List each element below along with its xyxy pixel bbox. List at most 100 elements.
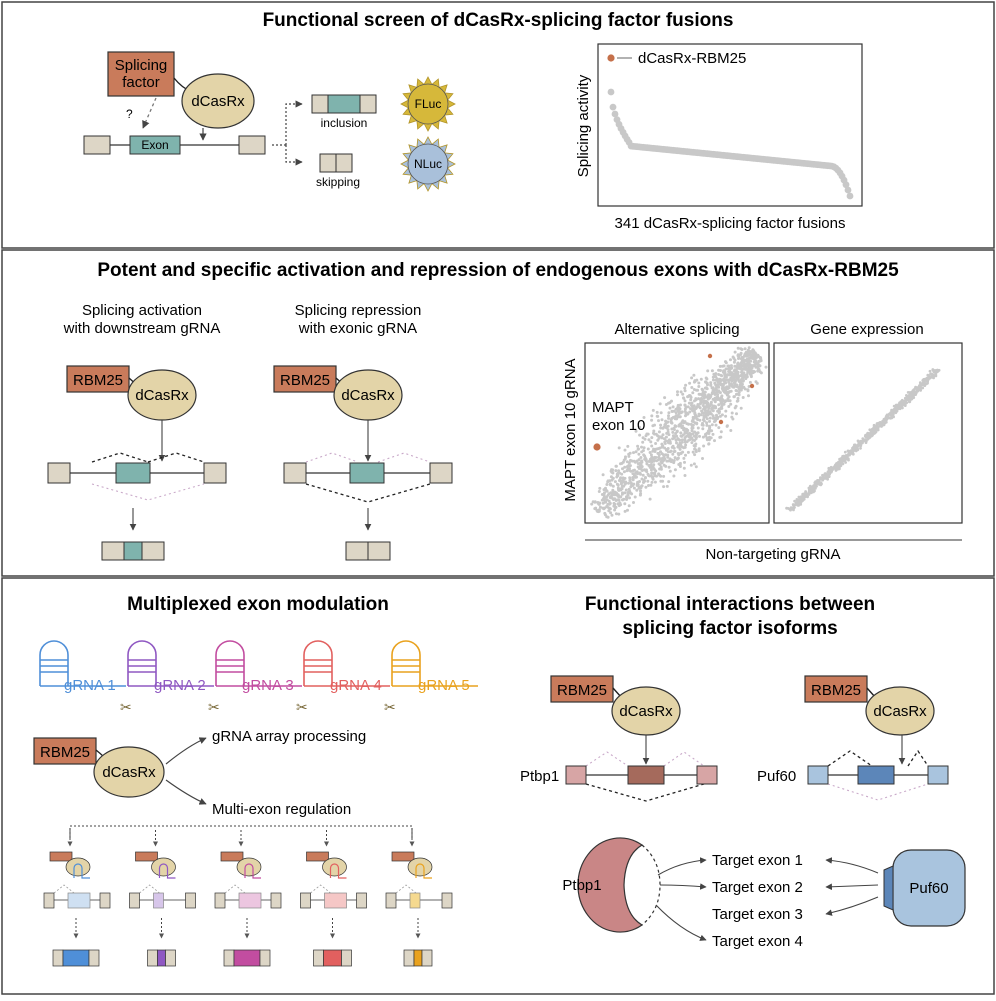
splicing-event-point <box>658 402 662 406</box>
gene-point <box>910 395 913 399</box>
splicing-event-point <box>675 441 678 445</box>
splicing-event-point <box>658 473 662 477</box>
gene-point <box>914 385 917 389</box>
mini-junction <box>395 884 417 894</box>
dcasrx-protein <box>93 746 165 798</box>
sun-core <box>407 83 449 125</box>
splicing-event-point <box>716 385 720 389</box>
mini-junction <box>224 884 246 894</box>
splicing-event-point <box>728 390 732 394</box>
splicing-event-point <box>667 416 670 420</box>
splicing-event-point <box>625 469 629 473</box>
inclusion-product-exon <box>327 94 361 114</box>
panel-2-frame <box>1 249 995 577</box>
splicing-event-point <box>607 502 611 506</box>
splicing-event-point <box>652 429 656 433</box>
splicing-event-point <box>644 476 647 479</box>
splicing-event-point <box>717 389 721 393</box>
splicing-event-point <box>756 355 760 359</box>
mini-rbm25 <box>306 851 329 862</box>
splicing-event-point <box>598 486 602 490</box>
splicing-event-point <box>609 511 613 515</box>
splicing-event-point <box>666 428 670 432</box>
splicing-event-point <box>726 397 730 401</box>
splicing-event-point <box>743 352 747 356</box>
splicing-event-point <box>755 381 759 385</box>
gene-point <box>902 402 906 406</box>
mini-dcasrx <box>407 857 433 877</box>
splicing-event-point <box>736 376 740 380</box>
mini-exon-right <box>99 892 111 909</box>
rank-point <box>846 192 854 200</box>
splicing-event-point <box>712 420 716 424</box>
splicing-event-point <box>641 436 645 440</box>
panel-4-title-2: splicing factor isoforms <box>622 618 837 639</box>
multi-exon-label: Multi-exon regulation <box>212 801 351 818</box>
splicing-event-point <box>690 404 694 408</box>
mini-dcasrx <box>322 857 347 877</box>
splicing-event-point <box>621 491 624 495</box>
multiplex-protein: RBM25 dCasRx gRNA array processing Multi… <box>33 728 413 838</box>
splicing-event-point <box>702 407 706 411</box>
mini-target-exon <box>409 892 421 909</box>
splicing-event-point <box>724 409 728 413</box>
grna-hairpins: ✂✂✂✂ <box>39 640 478 715</box>
splicing-event-point <box>729 358 732 362</box>
ptbp1-protein-label: Ptbp1 <box>562 877 601 894</box>
splicing-event-point <box>734 389 738 392</box>
splicing-event-point <box>714 423 718 427</box>
scatter-ylabel: MAPT exon 10 gRNA <box>562 358 579 501</box>
splicing-event-point <box>745 364 748 368</box>
mini-target-exon <box>67 892 91 909</box>
gene-point <box>916 386 920 390</box>
splicing-event-point <box>729 376 733 380</box>
rank-point <box>844 186 852 194</box>
splicing-event-point <box>638 471 642 475</box>
splicing-event-point <box>613 503 616 507</box>
skipping-junction <box>91 483 205 501</box>
gene-point <box>813 487 817 490</box>
splicing-event-point <box>709 395 713 399</box>
inclusion-junction-up <box>91 452 149 463</box>
grna-2-label: gRNA 2 <box>154 677 206 694</box>
multi-exon-units <box>43 830 453 967</box>
gene-point <box>908 391 912 395</box>
gene-point <box>852 448 855 452</box>
splicing-event-point <box>732 395 736 399</box>
splicing-event-point <box>713 416 717 420</box>
splicing-event-point <box>679 422 682 426</box>
dcasrx-label: dCasRx <box>873 703 927 720</box>
splicing-event-point <box>719 430 723 434</box>
splicing-event-point <box>690 426 694 430</box>
product-left <box>313 949 324 967</box>
splicing-event-point <box>626 508 629 512</box>
splicing-event-point <box>705 423 709 427</box>
splicing-event-point <box>594 506 598 510</box>
splicing-event-point <box>720 395 723 399</box>
splicing-event-point <box>714 378 718 382</box>
splicing-event-point <box>747 346 751 350</box>
mini-exon-left <box>385 892 397 909</box>
gene-point <box>862 439 865 442</box>
panel-1-title: Functional screen of dCasRx-splicing fac… <box>263 10 734 31</box>
gene-point <box>806 495 809 499</box>
splicing-event-point <box>709 400 713 404</box>
gene-point <box>839 463 842 467</box>
splicing-event-point <box>718 410 721 414</box>
mini-exon-right <box>270 892 282 909</box>
product-right <box>141 541 165 561</box>
splicing-event-point <box>735 412 738 416</box>
splicing-event-point <box>706 369 710 373</box>
splicing-event-point <box>716 395 720 399</box>
splicing-event-point <box>662 485 666 489</box>
product-left <box>403 949 415 967</box>
splicing-event-point <box>696 403 700 406</box>
gene-point <box>824 477 828 480</box>
splicing-event-point <box>703 386 707 390</box>
splicing-event-point <box>605 483 609 486</box>
splicing-event-point <box>613 480 617 484</box>
splicing-event-point <box>621 467 624 471</box>
splicing-event-point <box>646 432 650 436</box>
splicing-event-point <box>685 434 688 438</box>
splicing-event-point <box>671 430 675 434</box>
